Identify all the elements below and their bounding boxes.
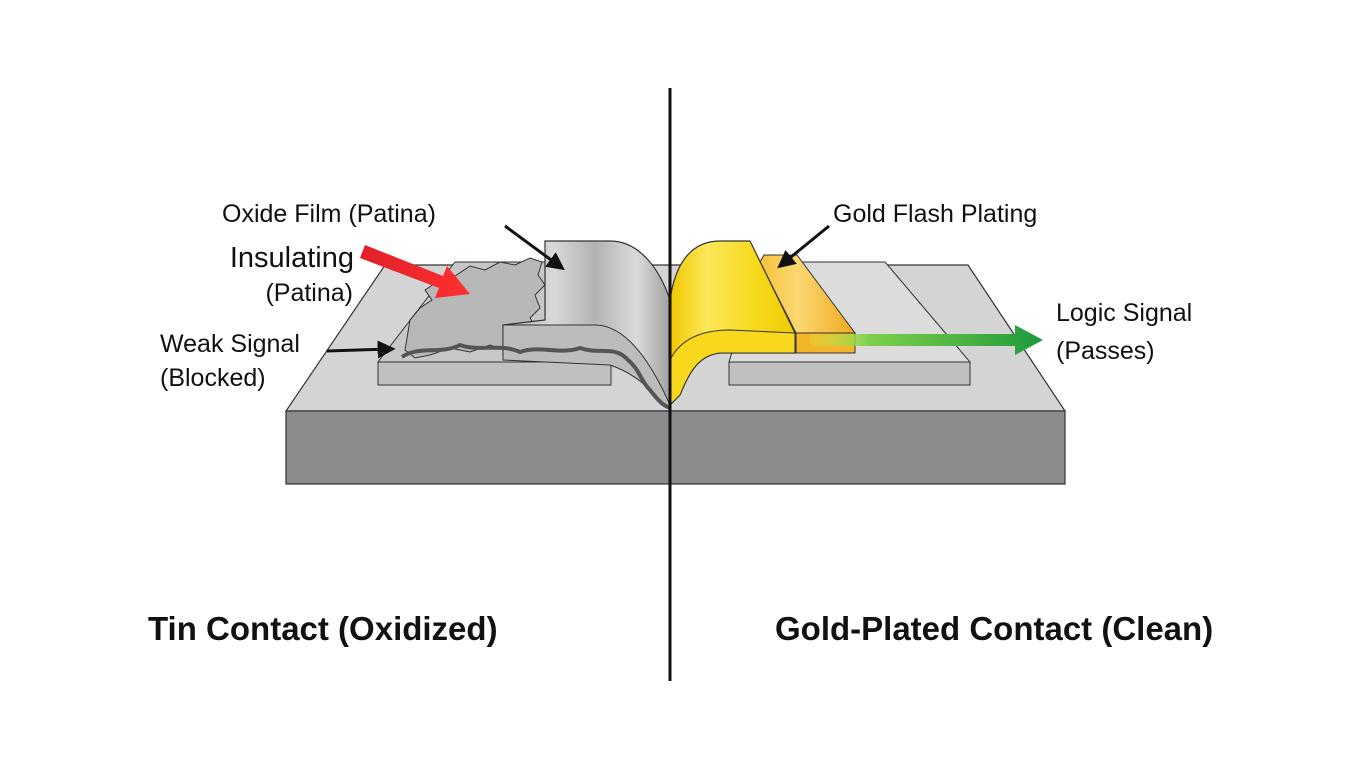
oxide-film-layer [400, 342, 671, 410]
weak-signal-label: Weak Signal [160, 330, 300, 358]
weak-signal-blocked-label: (Blocked) [160, 364, 266, 392]
weak-signal-pointer-arrow [326, 340, 396, 359]
logic-signal-passes-label: (Passes) [1056, 337, 1155, 365]
gold-flash-pointer-arrow [777, 224, 830, 269]
logic-signal-label: Logic Signal [1056, 299, 1192, 327]
oxide-film-label: Oxide Film (Patina) [222, 200, 436, 228]
gold-contact-caption: Gold-Plated Contact (Clean) [775, 610, 1213, 647]
annotation-arrows [326, 224, 1043, 359]
insulating-label: Insulating [230, 242, 354, 274]
insulating-patina-label: (Patina) [265, 279, 353, 307]
gold-raised-front [669, 329, 796, 407]
oxide-film-pointer-arrow [504, 224, 565, 271]
logic-signal-arrow [810, 325, 1043, 355]
tin-pad-side [377, 361, 612, 386]
insulating-arrow [360, 245, 470, 298]
gold-pad-side [728, 361, 971, 386]
tin-contact-caption: Tin Contact (Oxidized) [148, 610, 498, 647]
substrate-side [285, 410, 1066, 485]
gold-flash-label: Gold Flash Plating [833, 200, 1037, 228]
gold-contact [669, 240, 972, 407]
